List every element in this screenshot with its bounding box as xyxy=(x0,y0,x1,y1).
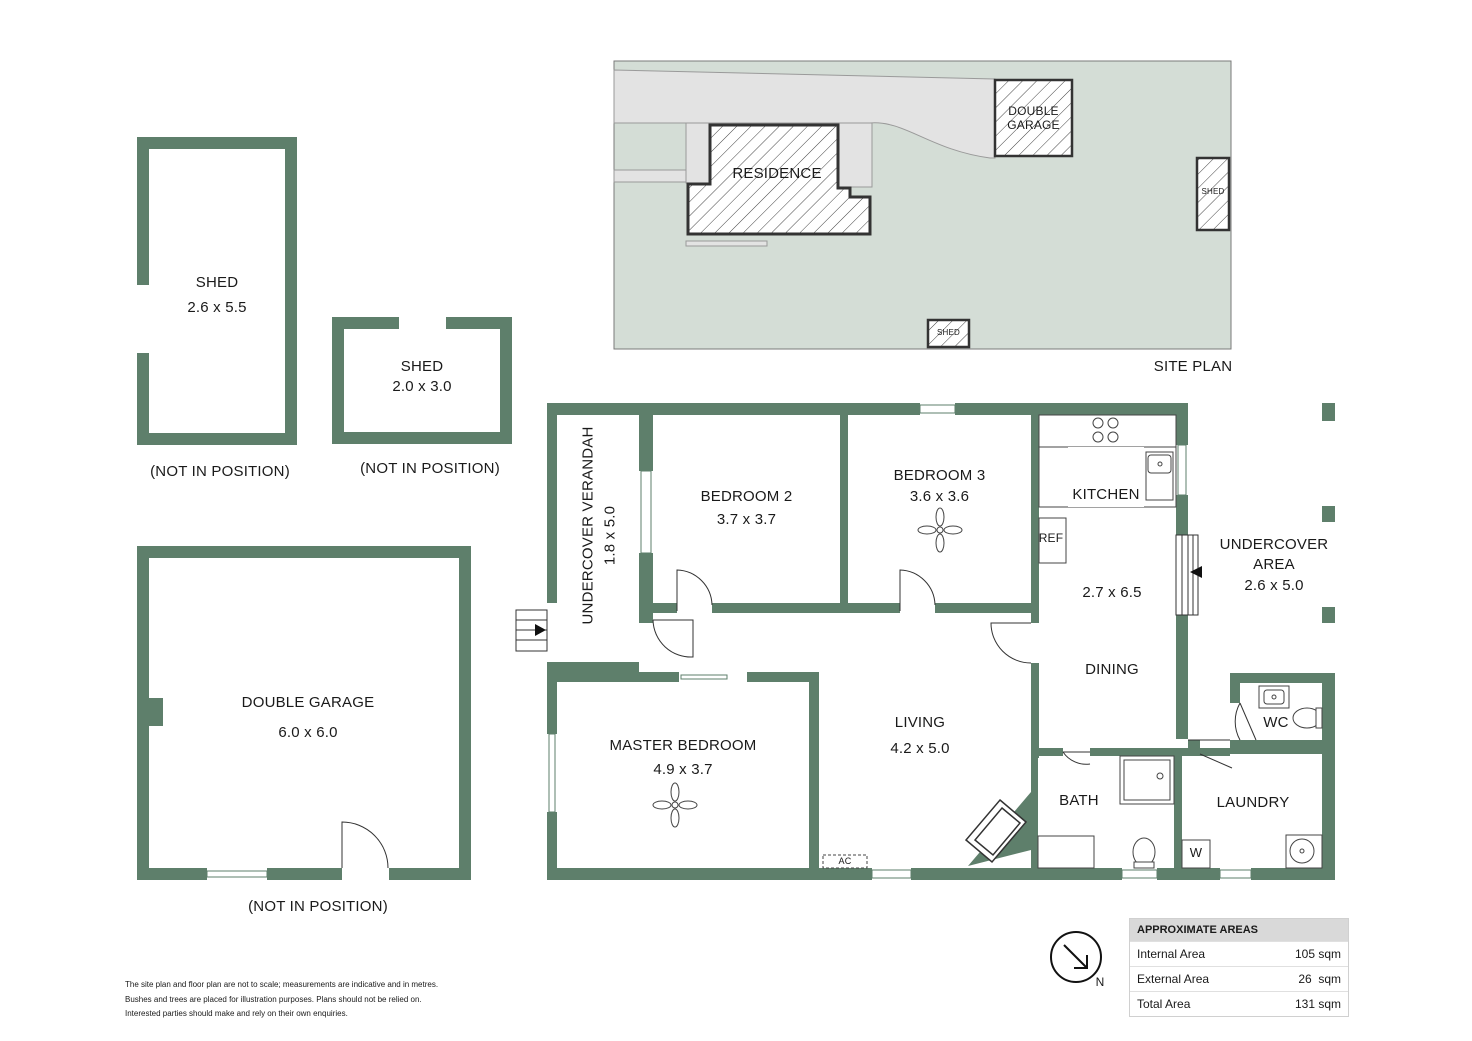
bedroom2-size: 3.7 x 3.7 xyxy=(716,511,777,528)
door-swings xyxy=(652,569,1257,769)
area-label: Internal Area xyxy=(1137,947,1206,961)
windows xyxy=(548,404,1252,879)
area-value: 131 sqm xyxy=(1294,997,1341,1011)
shed-large xyxy=(137,137,297,445)
bedroom2-name: BEDROOM 2 xyxy=(700,488,793,505)
garage-note: (NOT IN POSITION) xyxy=(248,898,388,915)
table-row: Internal Area 105 sqm xyxy=(1130,941,1348,966)
path-south xyxy=(685,240,768,247)
bedroom3-name: BEDROOM 3 xyxy=(893,467,986,484)
path-west xyxy=(613,169,687,183)
kitchen-size: 2.7 x 6.5 xyxy=(1082,584,1142,601)
shed-small-name: SHED xyxy=(400,358,444,375)
residence-footprint xyxy=(686,123,872,236)
garage-size: 6.0 x 6.0 xyxy=(278,724,338,741)
site-plan xyxy=(613,60,1232,350)
shed-large-name: SHED xyxy=(195,274,239,291)
undercover-area-name-2: AREA xyxy=(1253,556,1295,573)
porch-east xyxy=(837,122,873,188)
ceiling-fan-bedroom3 xyxy=(917,507,963,553)
compass-north-label: N xyxy=(1095,975,1105,989)
site-shed-south xyxy=(926,318,971,349)
verandah-size: 1.8 x 5.0 xyxy=(601,505,619,566)
living-size: 4.2 x 5.0 xyxy=(890,740,950,757)
verandah-name: UNDERCOVER VERANDAH xyxy=(579,426,597,625)
laundry-name: LAUNDRY xyxy=(1216,794,1290,811)
entry-steps xyxy=(515,534,1199,652)
bath-fixtures xyxy=(1037,685,1323,869)
wc-name: WC xyxy=(1263,714,1289,731)
living-name: LIVING xyxy=(894,714,946,731)
ceiling-fan-master xyxy=(652,782,698,828)
dining-name: DINING xyxy=(1085,661,1139,678)
areas-heading: APPROXIMATE AREAS xyxy=(1130,919,1348,941)
master-bedroom-name: MASTER BEDROOM xyxy=(609,737,757,754)
ac-unit xyxy=(822,854,868,869)
table-row: External Area 26 sqm xyxy=(1130,966,1348,991)
house-walls xyxy=(547,403,1335,880)
garage xyxy=(137,546,471,880)
site-plan-title: SITE PLAN xyxy=(1153,358,1233,375)
garage-name: DOUBLE GARAGE xyxy=(241,694,375,711)
shed-large-size: 2.6 x 5.5 xyxy=(187,299,247,316)
disclaimer: The site plan and floor plan are not to … xyxy=(125,978,438,1022)
master-bedroom-size: 4.9 x 3.7 xyxy=(653,761,713,778)
shed-small-size: 2.0 x 3.0 xyxy=(392,378,452,395)
washer-label: W xyxy=(1189,845,1203,860)
area-value: 26 sqm xyxy=(1298,972,1341,986)
ref-label: REF xyxy=(1038,531,1064,545)
site-garage-label-1: DOUBLE xyxy=(1008,104,1059,118)
site-shed-east xyxy=(1195,156,1231,232)
disclaimer-line: The site plan and floor plan are not to … xyxy=(125,980,439,989)
site-residence-label: RESIDENCE xyxy=(732,165,822,182)
site-garage-label-2: GARAGE xyxy=(1007,118,1060,132)
ac-label: AC xyxy=(838,856,852,866)
porch-west xyxy=(685,122,711,184)
entry-arrows xyxy=(535,566,1202,636)
shed-large-note: (NOT IN POSITION) xyxy=(150,463,290,480)
site-shed-east-label: SHED xyxy=(1201,187,1225,196)
kitchen-name: KITCHEN xyxy=(1072,486,1140,503)
area-label: Total Area xyxy=(1137,997,1191,1011)
shed-small xyxy=(332,317,512,444)
site-garage-footprint xyxy=(993,78,1074,158)
site-shed-south-label: SHED xyxy=(936,328,961,337)
area-value: 105 sqm xyxy=(1294,947,1341,961)
approximate-areas-table: APPROXIMATE AREAS Internal Area 105 sqm … xyxy=(1129,918,1349,1017)
table-row: Total Area 131 sqm xyxy=(1130,991,1348,1016)
bath-name: BATH xyxy=(1059,792,1099,809)
kitchen-fixtures xyxy=(1038,414,1177,564)
bedroom3-size: 3.6 x 3.6 xyxy=(909,488,970,505)
area-label: External Area xyxy=(1137,972,1210,986)
undercover-area-size: 2.6 x 5.0 xyxy=(1244,577,1304,594)
undercover-area-name-1: UNDERCOVER xyxy=(1219,536,1329,553)
shed-small-note: (NOT IN POSITION) xyxy=(360,460,500,477)
disclaimer-line: Bushes and trees are placed for illustra… xyxy=(125,994,422,1004)
disclaimer-line: Interested parties should make and rely … xyxy=(125,1009,348,1018)
fireplace xyxy=(964,792,1031,866)
compass-icon xyxy=(1050,931,1102,983)
